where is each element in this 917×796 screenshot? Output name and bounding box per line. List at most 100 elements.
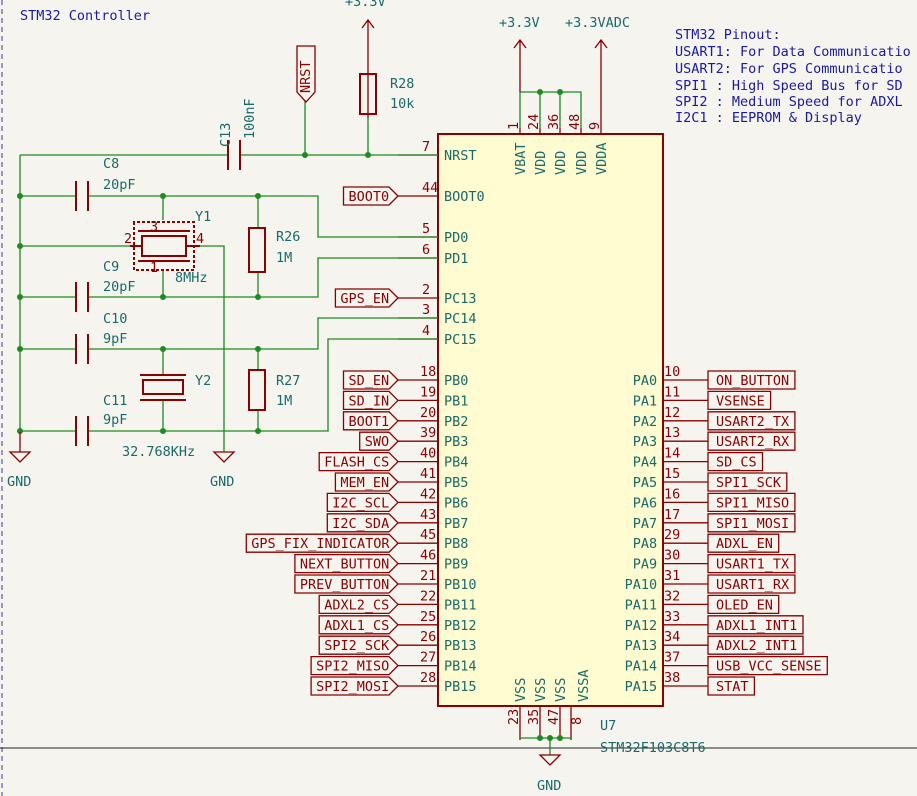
mcu-pin-num: 11 (664, 384, 680, 400)
y2-ref: Y2 (195, 373, 211, 389)
mcu-pin-name: PA0 (633, 373, 657, 389)
mcu-pin-name: VDD (553, 151, 569, 175)
mcu-pin-num: 47 (546, 709, 562, 725)
mcu-pin-num: 21 (420, 568, 436, 584)
y1-pin: 3 (150, 219, 158, 235)
mcu-pin-name: VDD (533, 151, 549, 175)
mcu-pin-num: 39 (420, 425, 436, 441)
mcu-pin-num: 29 (664, 527, 680, 543)
mcu-pin-num: 18 (420, 364, 436, 380)
net-label: BOOT1 (349, 414, 390, 430)
mcu-pin-name: PB11 (444, 597, 477, 613)
net-label-shape (342, 411, 399, 431)
mcu-pin-name: PA10 (625, 577, 658, 593)
net-label-shape (318, 635, 399, 655)
mcu-pin-num: 37 (664, 650, 680, 666)
mcu-pin-num: 10 (664, 364, 680, 380)
notes-line: SPI2 : Medium Speed for ADXL (675, 94, 903, 110)
gnd-label: GND (7, 474, 31, 490)
net-label-shape (342, 370, 399, 390)
net-label: NEXT_BUTTON (300, 557, 389, 573)
y2-val: 32.768KHz (122, 444, 195, 460)
net-label: SD_CS (716, 455, 757, 471)
mcu-pin-num: 1 (506, 122, 522, 130)
r27-val: 1M (276, 393, 292, 409)
mcu-pin-name: PD1 (444, 251, 468, 267)
mcu-pin-num: 16 (664, 486, 680, 502)
mcu-pin-name: PC13 (444, 291, 477, 307)
reset-network: C13 100nF NRST R28 10k +3.3V (20, 0, 438, 170)
y1-pin: 2 (124, 231, 132, 247)
net-label-shape (707, 390, 772, 411)
net-label-shape (707, 553, 796, 574)
mcu-pin-num: 31 (664, 568, 680, 584)
mcu-pin-name: PB3 (444, 434, 468, 450)
mcu-pin-name: PA12 (625, 618, 658, 634)
y1-pin: 1 (150, 260, 158, 276)
mcu-pin-num: 7 (422, 139, 430, 155)
net-label-shape (342, 186, 399, 206)
c13-val: 100nF (242, 98, 258, 139)
gnd-label: GND (210, 474, 234, 490)
mcu-pin-num: 41 (420, 466, 436, 482)
r28-val: 10k (390, 96, 414, 112)
net-label: SPI1_MOSI (716, 516, 789, 532)
mcu-pin-name: PA11 (625, 597, 658, 613)
mcu-pin-num: 2 (422, 282, 430, 298)
net-label-shape (318, 451, 399, 472)
mcu-pin-name: PA2 (633, 414, 657, 430)
mcu-pin-name: VSS (513, 678, 529, 702)
net-label: USART2_TX (716, 414, 789, 430)
mcu-pin-num: 20 (420, 405, 436, 421)
net-label: ADXL_EN (716, 536, 773, 552)
c8-ref: C8 (103, 156, 119, 172)
net-label-shape (707, 655, 828, 676)
sheet-title: STM32 Controller (20, 8, 150, 24)
net-label-shape (707, 635, 804, 655)
mcu-pin-num: 45 (420, 527, 436, 543)
notes-title: STM32 Pinout: (675, 27, 781, 43)
net-label: ADXL1_INT1 (716, 618, 797, 634)
mcu-pin-name: PB9 (444, 557, 468, 573)
mcu-pin-num: 13 (664, 425, 680, 441)
y1-ref: Y1 (195, 209, 211, 225)
mcu-pin-num: 28 (420, 670, 436, 686)
mcu-pin-num: 9 (587, 122, 603, 130)
net-label-shape (294, 574, 399, 594)
mcu-pin-name: VSS (553, 678, 569, 702)
net-label: ADXL2_CS (324, 597, 389, 613)
mcu-pin-num: 33 (664, 609, 680, 625)
net-label-shape (707, 676, 756, 696)
net-label: SPI2_SCK (324, 638, 390, 654)
mcu-pin-name: PA15 (625, 679, 658, 695)
mcu-pin-num: 4 (422, 323, 430, 339)
mcu-pin-name: PC14 (444, 311, 477, 327)
net-label-shape (326, 513, 399, 533)
mcu-pin-num: 46 (420, 548, 436, 564)
net-label-shape (707, 370, 796, 390)
mcu-pin-num: 14 (664, 446, 680, 462)
nrst-label: NRST (298, 60, 314, 93)
mcu-pin-name: PB14 (444, 659, 477, 675)
net-label-shape (707, 431, 796, 451)
net-label: SPI2_MOSI (316, 679, 389, 695)
net-label: SPI1_SCK (716, 475, 782, 491)
mcu-pin-num: 3 (422, 302, 430, 318)
mcu-pin-num: 30 (664, 548, 680, 564)
net-label-shape (334, 472, 399, 492)
net-label: SD_EN (349, 373, 390, 389)
c9-ref: C9 (103, 259, 119, 275)
r26-val: 1M (276, 250, 292, 266)
mcu-pin-name: NRST (444, 148, 477, 164)
mcu-pin-name: VSSA (576, 669, 592, 702)
mcu-pin-num: 5 (422, 221, 430, 237)
net-label: GPS_FIX_INDICATOR (251, 536, 390, 552)
mcu-body (437, 133, 664, 707)
net-label: SD_IN (349, 393, 390, 409)
mcu-pin-name: PA13 (625, 638, 658, 654)
net-label-shape (707, 451, 764, 472)
net-label: OLED_EN (716, 597, 773, 613)
mcu-pin-num: 32 (664, 588, 680, 604)
mcu-pin-name: PA9 (633, 557, 657, 573)
net-label: PREV_BUTTON (300, 577, 389, 593)
